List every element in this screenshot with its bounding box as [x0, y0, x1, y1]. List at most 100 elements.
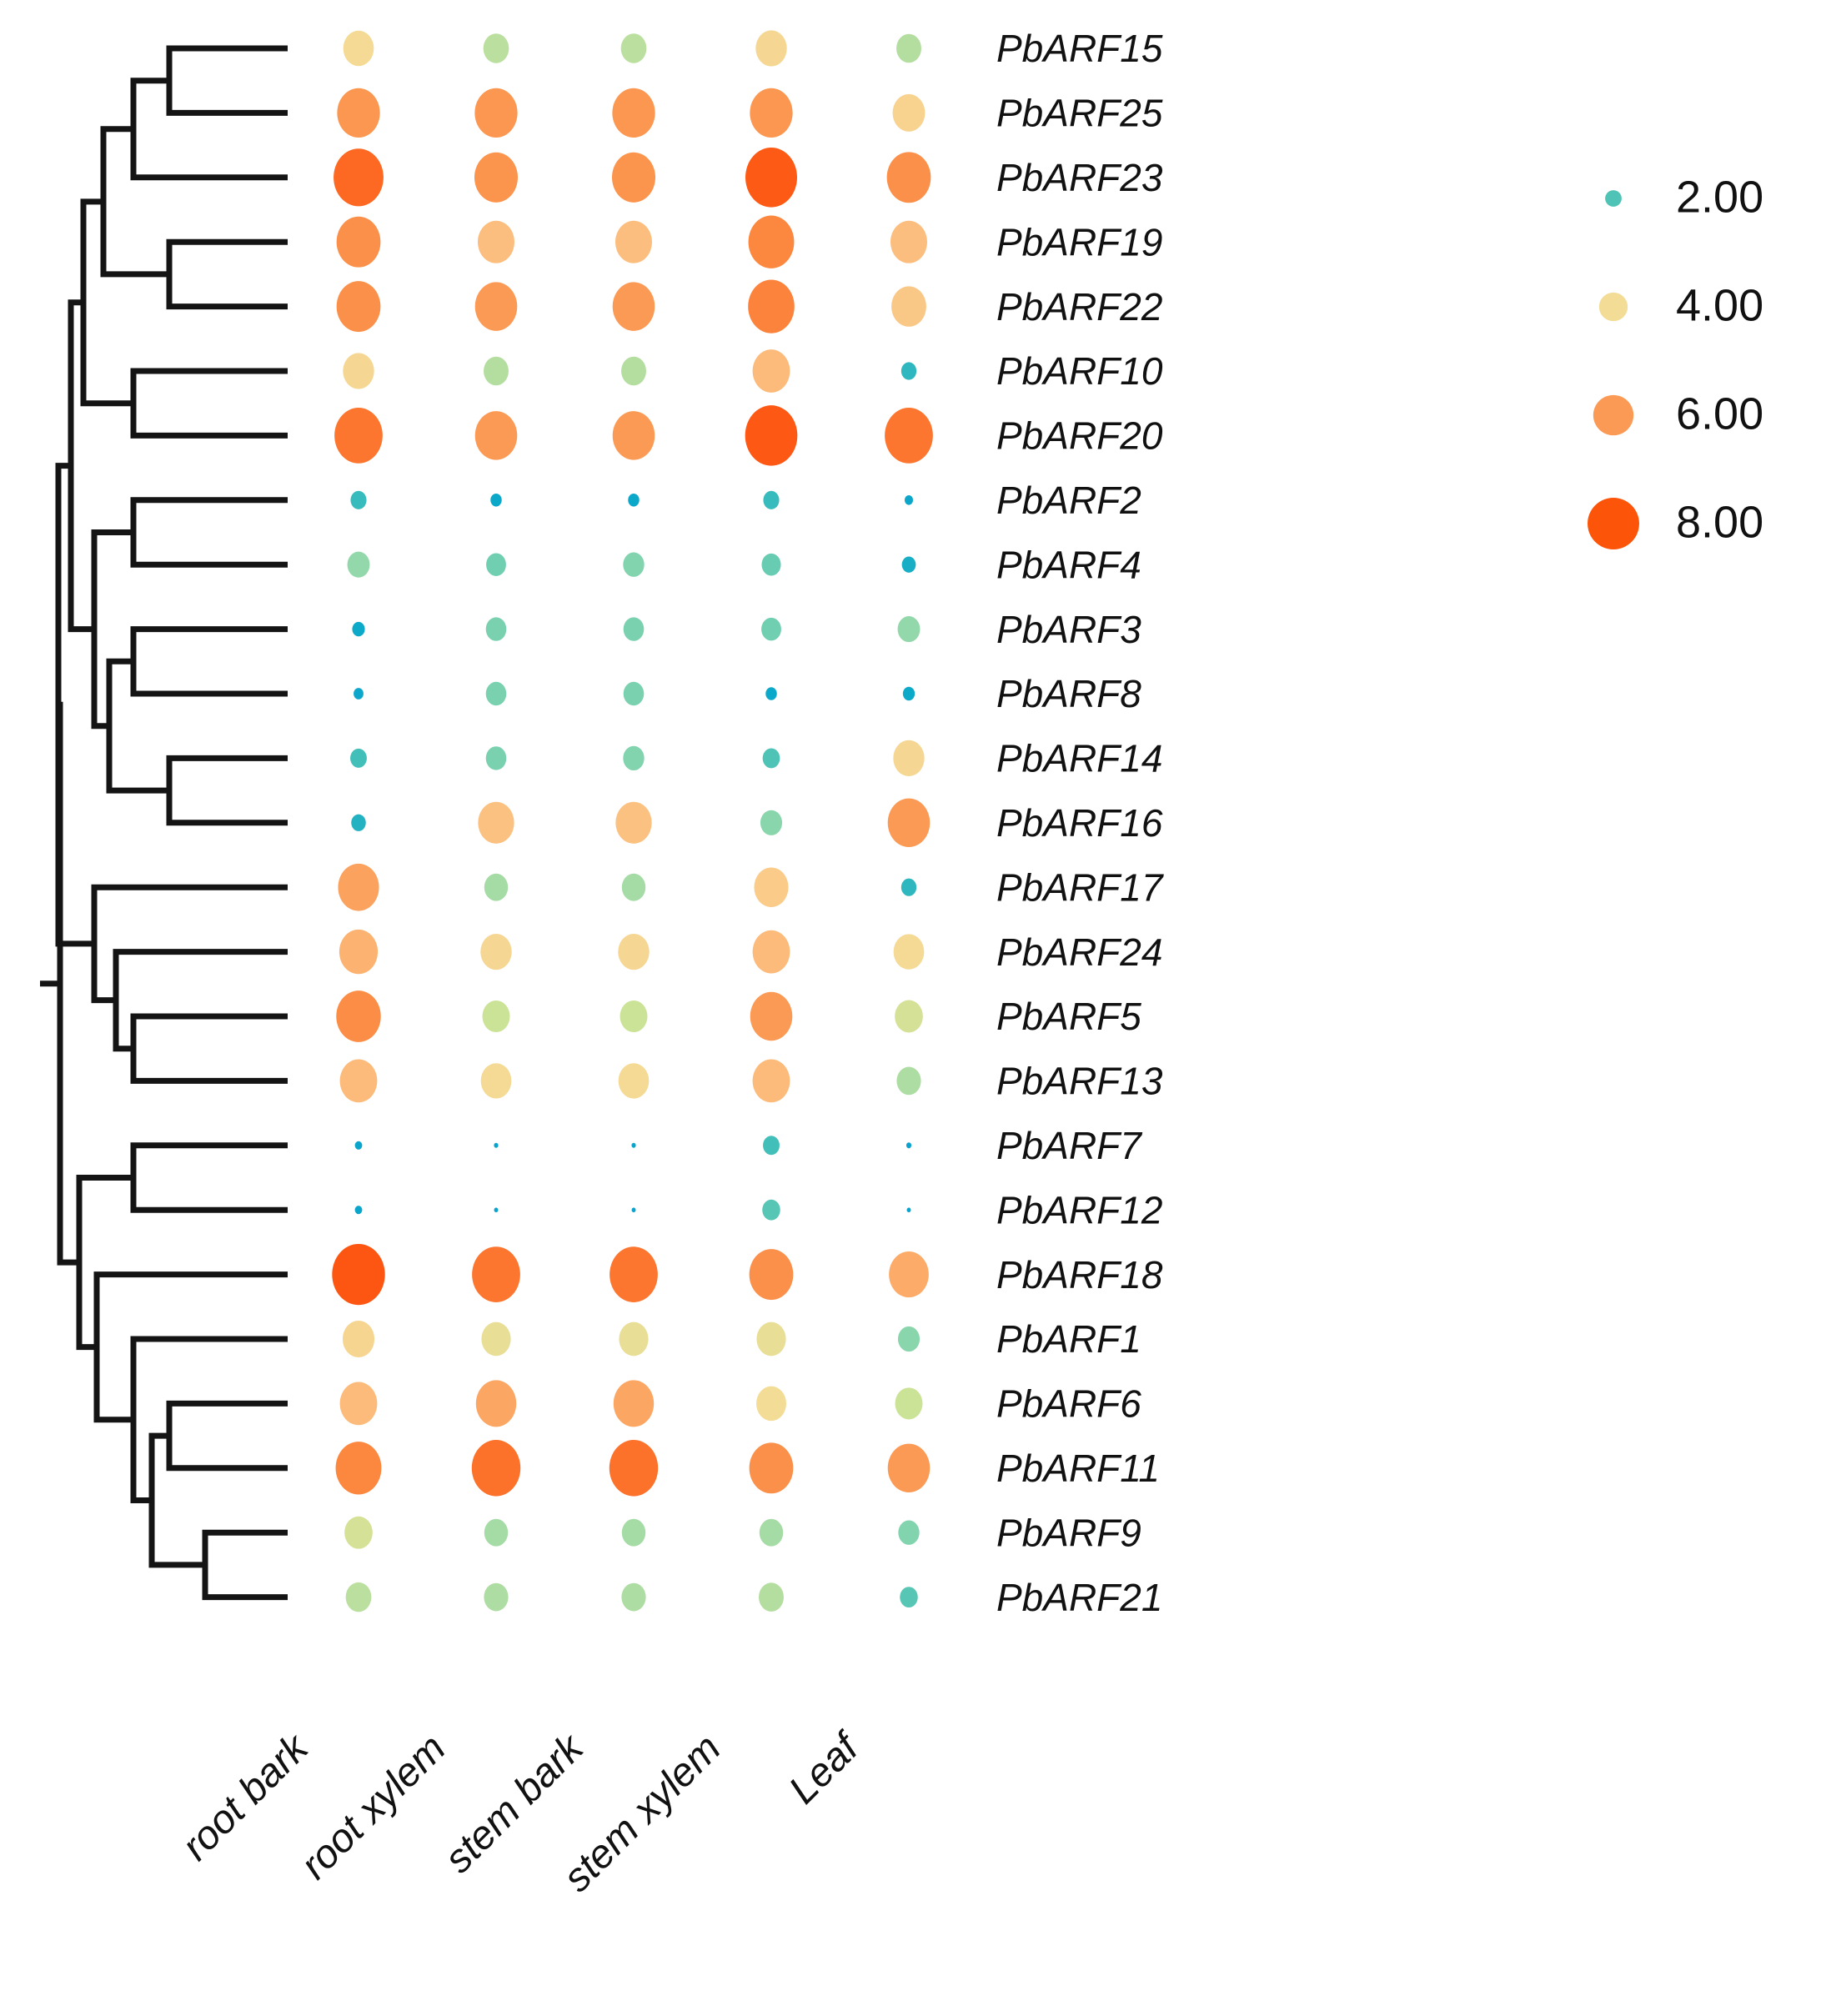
bubble-cell[interactable]	[344, 1516, 373, 1549]
bubble-cell[interactable]	[618, 1063, 650, 1099]
bubble-cell[interactable]	[887, 1443, 931, 1493]
bubble-cell[interactable]	[889, 1251, 929, 1298]
bubble-cell[interactable]	[486, 553, 506, 576]
bubble-cell[interactable]	[338, 863, 379, 911]
bubble-cell[interactable]	[612, 88, 655, 138]
bubble-cell[interactable]	[615, 220, 653, 263]
bubble-cell[interactable]	[472, 1246, 520, 1302]
bubble-cell[interactable]	[480, 1063, 512, 1099]
bubble-cell[interactable]	[474, 152, 519, 203]
bubble-cell[interactable]	[765, 687, 777, 700]
bubble-cell[interactable]	[890, 220, 928, 263]
bubble-cell[interactable]	[900, 878, 917, 896]
bubble-cell[interactable]	[342, 1320, 375, 1358]
bubble-cell[interactable]	[623, 617, 645, 641]
bubble-cell[interactable]	[612, 411, 655, 460]
bubble-cell[interactable]	[477, 220, 515, 263]
bubble-cell[interactable]	[905, 1142, 912, 1149]
bubble-cell[interactable]	[339, 1382, 378, 1426]
bubble-cell[interactable]	[609, 1440, 659, 1497]
bubble-cell[interactable]	[891, 286, 926, 327]
bubble-cell[interactable]	[480, 933, 512, 970]
bubble-cell[interactable]	[339, 1059, 378, 1103]
bubble-cell[interactable]	[474, 282, 518, 331]
bubble-cell[interactable]	[352, 621, 365, 637]
bubble-cell[interactable]	[900, 362, 917, 380]
bubble-cell[interactable]	[762, 748, 780, 769]
bubble-cell[interactable]	[621, 356, 646, 386]
bubble-cell[interactable]	[749, 1249, 794, 1301]
bubble-cell[interactable]	[762, 1199, 780, 1221]
bubble-cell[interactable]	[615, 801, 652, 844]
bubble-cell[interactable]	[482, 1000, 510, 1033]
bubble-cell[interactable]	[471, 1440, 521, 1497]
bubble-cell[interactable]	[619, 1321, 649, 1357]
bubble-cell[interactable]	[886, 152, 931, 203]
bubble-cell[interactable]	[900, 1587, 918, 1608]
bubble-cell[interactable]	[483, 33, 509, 63]
bubble-cell[interactable]	[620, 1000, 648, 1033]
bubble-cell[interactable]	[334, 148, 384, 207]
bubble-cell[interactable]	[631, 1207, 636, 1213]
bubble-cell[interactable]	[748, 279, 795, 333]
bubble-cell[interactable]	[354, 688, 364, 700]
bubble-cell[interactable]	[621, 873, 646, 901]
bubble-cell[interactable]	[484, 873, 509, 901]
bubble-cell[interactable]	[610, 1246, 658, 1302]
bubble-cell[interactable]	[612, 282, 655, 331]
bubble-cell[interactable]	[621, 1582, 646, 1612]
bubble-cell[interactable]	[895, 1000, 923, 1033]
bubble-cell[interactable]	[749, 1442, 794, 1494]
bubble-cell[interactable]	[623, 681, 645, 706]
bubble-cell[interactable]	[474, 88, 518, 138]
bubble-cell[interactable]	[897, 616, 921, 643]
bubble-cell[interactable]	[887, 798, 931, 848]
bubble-cell[interactable]	[896, 33, 921, 63]
bubble-cell[interactable]	[485, 681, 507, 706]
bubble-cell[interactable]	[895, 1387, 923, 1420]
bubble-cell[interactable]	[336, 990, 381, 1042]
bubble-cell[interactable]	[745, 147, 797, 208]
bubble-cell[interactable]	[898, 1520, 920, 1545]
bubble-cell[interactable]	[494, 1142, 499, 1148]
bubble-cell[interactable]	[761, 617, 781, 641]
bubble-cell[interactable]	[763, 490, 780, 509]
bubble-cell[interactable]	[628, 494, 640, 507]
bubble-cell[interactable]	[343, 30, 374, 67]
bubble-cell[interactable]	[892, 93, 926, 132]
bubble-cell[interactable]	[478, 801, 514, 844]
bubble-cell[interactable]	[752, 1059, 790, 1103]
bubble-cell[interactable]	[761, 553, 781, 576]
bubble-cell[interactable]	[896, 1066, 921, 1096]
bubble-cell[interactable]	[611, 152, 656, 203]
bubble-cell[interactable]	[623, 745, 645, 771]
bubble-cell[interactable]	[494, 1207, 499, 1213]
bubble-cell[interactable]	[336, 216, 381, 268]
bubble-cell[interactable]	[475, 1380, 517, 1427]
bubble-cell[interactable]	[756, 1321, 786, 1357]
bubble-cell[interactable]	[759, 1582, 784, 1612]
bubble-cell[interactable]	[752, 349, 790, 393]
bubble-cell[interactable]	[901, 556, 916, 573]
bubble-cell[interactable]	[620, 33, 647, 63]
bubble-cell[interactable]	[347, 551, 370, 578]
bubble-cell[interactable]	[763, 1136, 780, 1156]
bubble-cell[interactable]	[893, 934, 925, 970]
bubble-cell[interactable]	[484, 1518, 509, 1547]
bubble-cell[interactable]	[335, 1442, 382, 1495]
bubble-cell[interactable]	[760, 810, 783, 835]
bubble-cell[interactable]	[745, 405, 798, 466]
bubble-cell[interactable]	[336, 281, 381, 333]
bubble-cell[interactable]	[631, 1142, 636, 1148]
bubble-cell[interactable]	[354, 1141, 363, 1150]
bubble-cell[interactable]	[343, 353, 374, 389]
bubble-cell[interactable]	[756, 1386, 786, 1422]
bubble-cell[interactable]	[893, 740, 925, 777]
bubble-cell[interactable]	[750, 991, 793, 1041]
bubble-cell[interactable]	[481, 1321, 511, 1357]
bubble-cell[interactable]	[754, 867, 789, 907]
bubble-cell[interactable]	[906, 1207, 911, 1213]
bubble-cell[interactable]	[484, 1582, 509, 1612]
bubble-cell[interactable]	[485, 617, 507, 641]
bubble-cell[interactable]	[350, 748, 367, 768]
